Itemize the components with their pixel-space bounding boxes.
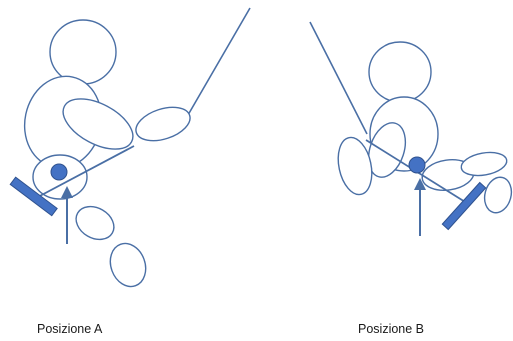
figure-position-a bbox=[9, 7, 251, 288]
seat-rope-a bbox=[35, 145, 135, 199]
center-of-mass-b bbox=[408, 156, 426, 174]
thigh-back-b bbox=[337, 136, 373, 196]
head-a bbox=[49, 19, 117, 85]
caption-position-b: Posizione B bbox=[358, 322, 425, 336]
upper-arm-b bbox=[367, 122, 407, 178]
upper-arm-a bbox=[62, 98, 134, 150]
forearm-a bbox=[135, 106, 191, 142]
caption-position-a: Posizione A bbox=[37, 322, 103, 336]
swing-rope-b bbox=[309, 21, 368, 135]
foot-lower-b bbox=[483, 176, 513, 214]
seat-plank-b bbox=[441, 181, 487, 231]
force-arrow-head-a bbox=[61, 186, 73, 198]
foot-upper-b bbox=[460, 151, 508, 177]
swing-rope-a bbox=[187, 7, 251, 116]
seat-plank-a bbox=[9, 176, 58, 217]
force-arrow-head-b bbox=[414, 178, 426, 190]
shin-lower-a bbox=[109, 242, 147, 288]
center-of-mass-a bbox=[50, 163, 68, 181]
figure-position-b bbox=[309, 21, 513, 236]
head-b bbox=[368, 41, 432, 103]
shin-upper-a bbox=[75, 205, 115, 241]
